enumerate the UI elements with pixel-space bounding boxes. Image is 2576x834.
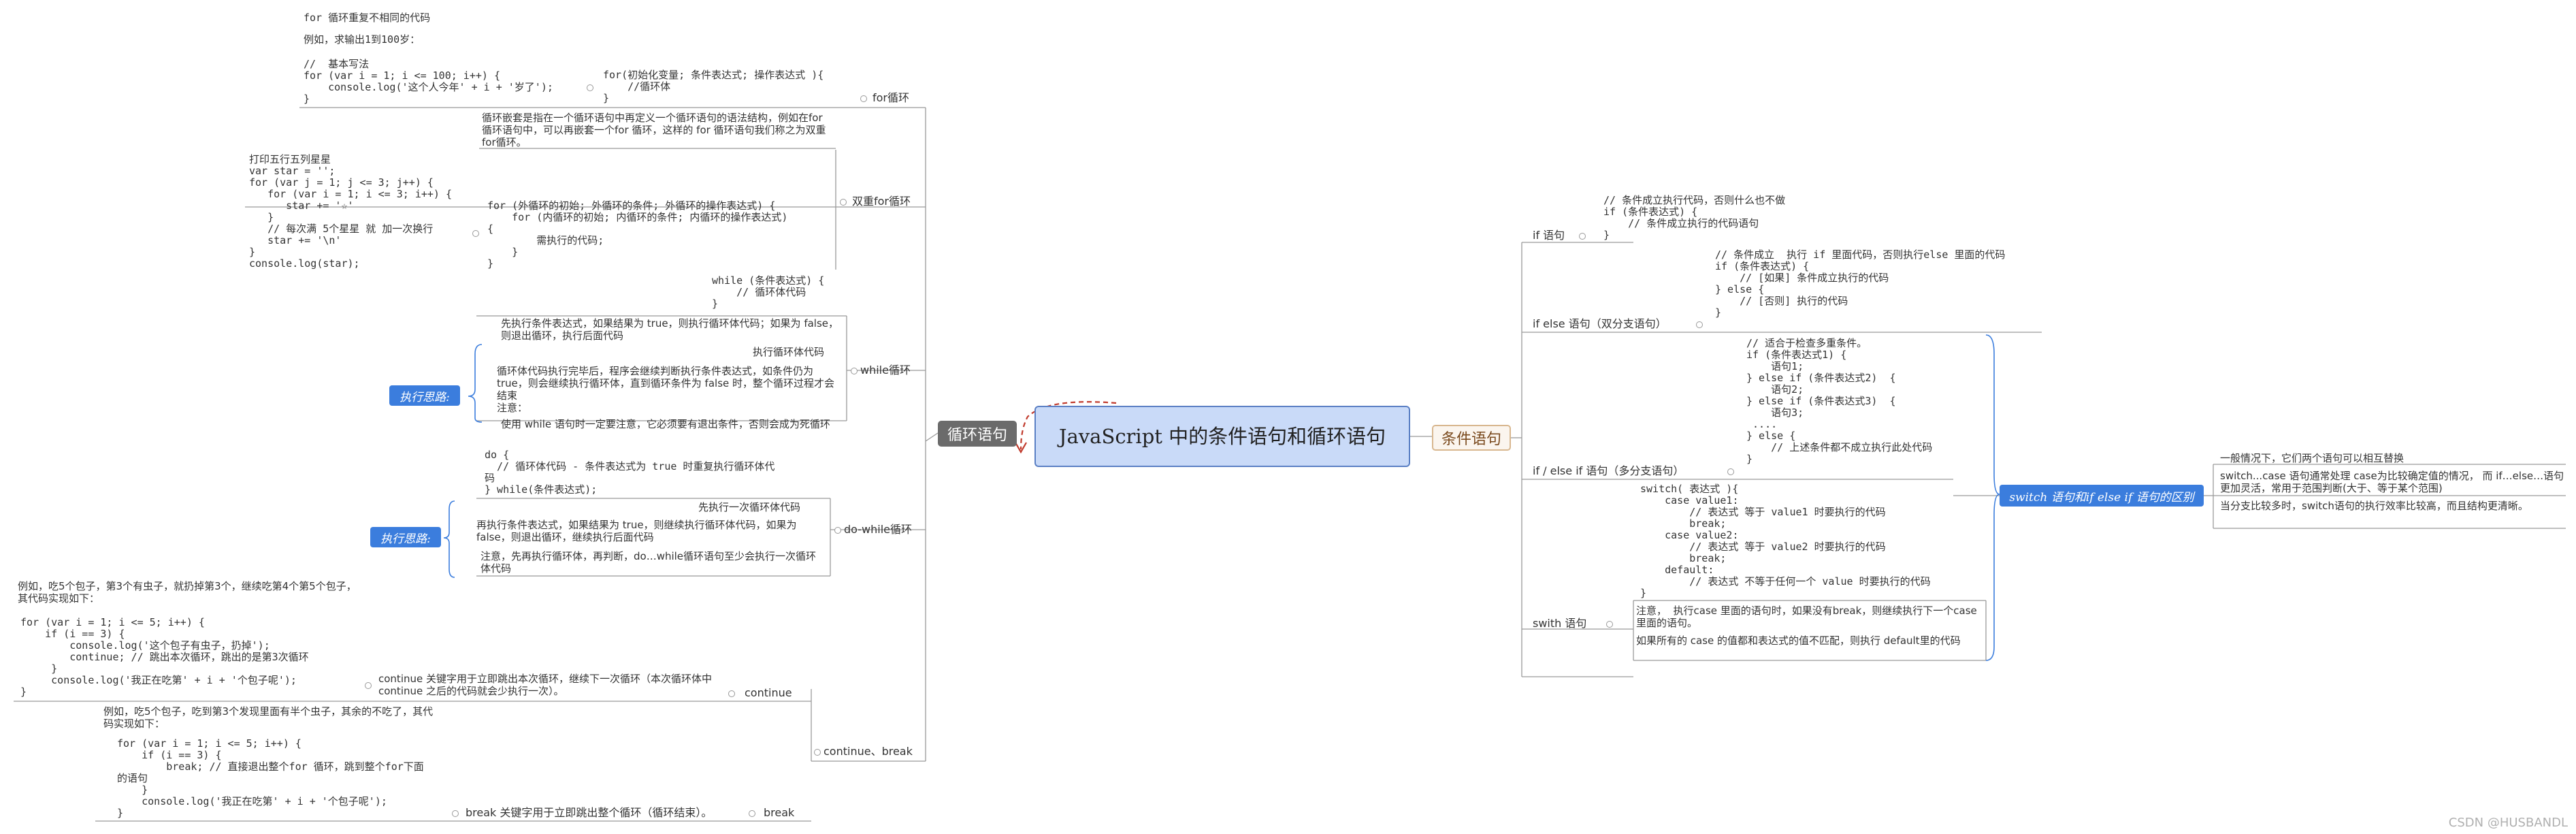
dowhile-step-3: 注意，先再执行循环体，再判断，do…while循环语句至少会执行一次循环体代码 (480, 550, 817, 575)
continue-label[interactable]: continue (745, 686, 792, 699)
dowhile-step-1: 先执行一次循环体代码 (698, 501, 801, 513)
while-step-4: 使用 while 语句时一定要注意，它必须要有退出条件，否则会成为死循环 (501, 418, 830, 430)
break-example: 例如，吃5个包子，吃到第3个发现里面有半个虫子，其余的不吃了，其代码实现如下： (103, 705, 434, 730)
if-label[interactable]: if 语句 (1533, 229, 1565, 242)
cond-node-label: 条件语句 (1441, 431, 1501, 448)
expand-circle-icon[interactable] (834, 527, 841, 534)
expand-circle-icon[interactable] (587, 84, 593, 91)
while-step-3: 循环体代码执行完毕后，程序会继续判断执行条件表达式，如条件仍为true，则会继续… (497, 365, 835, 414)
loop-node-label: 循环语句 (947, 427, 1007, 444)
double-for-example: 打印五行五列星星 var star = ''; for (var j = 1; … (249, 153, 453, 270)
if-code: // 条件成立执行代码，否则什么也不做 if (条件表达式) { // 条件成立… (1603, 194, 1786, 241)
while-syntax: while (条件表达式) { // 循环体代码 } (712, 274, 825, 310)
ifelse-code: // 条件成立 执行 if 里面代码，否则执行else 里面的代码 if (条件… (1715, 248, 2006, 319)
for-intro-2: 例如，求输出1到100岁： (304, 33, 421, 46)
switch-code: switch( 表达式 ){ case value1: // 表达式 等于 va… (1640, 483, 1931, 599)
expand-circle-icon[interactable] (860, 95, 867, 102)
for-loop-label[interactable]: for循环 (873, 91, 910, 104)
expand-circle-icon[interactable] (814, 749, 821, 756)
while-step-2: 执行循环体代码 (753, 346, 825, 358)
expand-circle-icon[interactable] (749, 810, 755, 817)
for-syntax: for(初始化变量; 条件表达式; 操作表达式 ){ //循环体 } (603, 69, 824, 104)
double-for-label[interactable]: 双重for循环 (852, 195, 911, 208)
switch-note-1: 注意， 执行case 里面的语句时，如果没有break，则继续执行下一个case… (1636, 605, 1977, 629)
break-code: for (var i = 1; i <= 5; i++) { if (i == … (117, 737, 424, 819)
diff-label: switch 语句和if else if 语句的区别 (2009, 490, 2194, 504)
expand-circle-icon[interactable] (1606, 621, 1613, 628)
for-intro-1: for 循环重复不相同的代码 (304, 12, 431, 24)
continue-desc: continue 关键字用于立即跳出本次循环，继续下一次循环（本次循环体中 co… (378, 673, 715, 697)
ifelseif-code: // 适合于检查多重条件。 if (条件表达式1) { 语句1; } else … (1746, 337, 1933, 465)
continue-code: for (var i = 1; i <= 5; i++) { if (i == … (20, 616, 309, 698)
diff-item-3: 当分支比较多时，switch语句的执行效率比较高，而且结构更清晰。 (2220, 500, 2528, 512)
switch-label[interactable]: swith 语句 (1533, 617, 1587, 630)
diff-item-1: 一般情况下，它们两个语句可以相互替换 (2220, 452, 2404, 464)
dowhile-think-pill[interactable]: 执行思路: (370, 527, 441, 547)
loop-statements-node[interactable]: 循环语句 (938, 421, 1017, 447)
double-for-syntax: for (外循环的初始; 外循环的条件; 外循环的操作表达式) { for (内… (487, 199, 788, 270)
switch-vs-ifelse-pill[interactable]: switch 语句和if else if 语句的区别 (2000, 485, 2204, 507)
condition-statements-node[interactable]: 条件语句 (1432, 425, 1511, 451)
dowhile-syntax: do { // 循环体代码 - 条件表达式为 true 时重复执行循环体代 码 … (485, 449, 775, 496)
double-for-desc: 循环嵌套是指在一个循环语句中再定义一个循环语句的语法结构，例如在for循环语句中… (482, 112, 826, 148)
continue-break-label[interactable]: continue、break (824, 745, 913, 758)
ifelse-label[interactable]: if else 语句（双分支语句） (1533, 317, 1667, 330)
watermark: CSDN @HUSBANDL (2448, 816, 2568, 830)
expand-circle-icon[interactable] (1696, 321, 1703, 328)
while-think-label: 执行思路: (400, 390, 450, 404)
while-think-pill[interactable]: 执行思路: (389, 385, 460, 406)
dowhile-step-2: 再执行条件表达式，如果结果为 true，则继续执行循环体代码，如果为 false… (476, 519, 800, 543)
expand-circle-icon[interactable] (1727, 468, 1734, 475)
expand-circle-icon[interactable] (840, 199, 847, 206)
expand-circle-icon[interactable] (452, 810, 459, 817)
central-topic-text: JavaScript 中的条件语句和循环语句 (1058, 425, 1386, 448)
ifelseif-label[interactable]: if / else if 语句（多分支语句） (1533, 464, 1684, 477)
expand-circle-icon[interactable] (365, 682, 372, 689)
expand-circle-icon[interactable] (1579, 233, 1586, 240)
while-loop-label[interactable]: while循环 (860, 364, 911, 376)
expand-circle-icon[interactable] (728, 690, 735, 697)
expand-circle-icon[interactable] (851, 368, 858, 374)
diff-item-2: switch...case 语句通常处理 case为比较确定值的情况， 而 if… (2220, 470, 2564, 494)
dowhile-think-label: 执行思路: (380, 532, 431, 546)
switch-note-2: 如果所有的 case 的值都和表达式的值不匹配，则执行 default里的代码 (1636, 635, 1961, 647)
central-topic[interactable]: JavaScript 中的条件语句和循环语句 (1034, 406, 1410, 467)
expand-circle-icon[interactable] (472, 230, 479, 237)
break-label[interactable]: break (764, 806, 795, 819)
break-desc: break 关键字用于立即跳出整个循环（循环结束）。 (466, 806, 713, 819)
dowhile-loop-label[interactable]: do-while循环 (844, 523, 912, 536)
while-step-1: 先执行条件表达式，如果结果为 true，则执行循环体代码；如果为 false，则… (501, 317, 839, 342)
continue-example: 例如，吃5个包子，第3个有虫子，就扔掉第3个，继续吃第4个第5个包子，其代码实现… (18, 580, 357, 605)
for-code: // 基本写法 for (var i = 1; i <= 100; i++) {… (304, 58, 553, 105)
